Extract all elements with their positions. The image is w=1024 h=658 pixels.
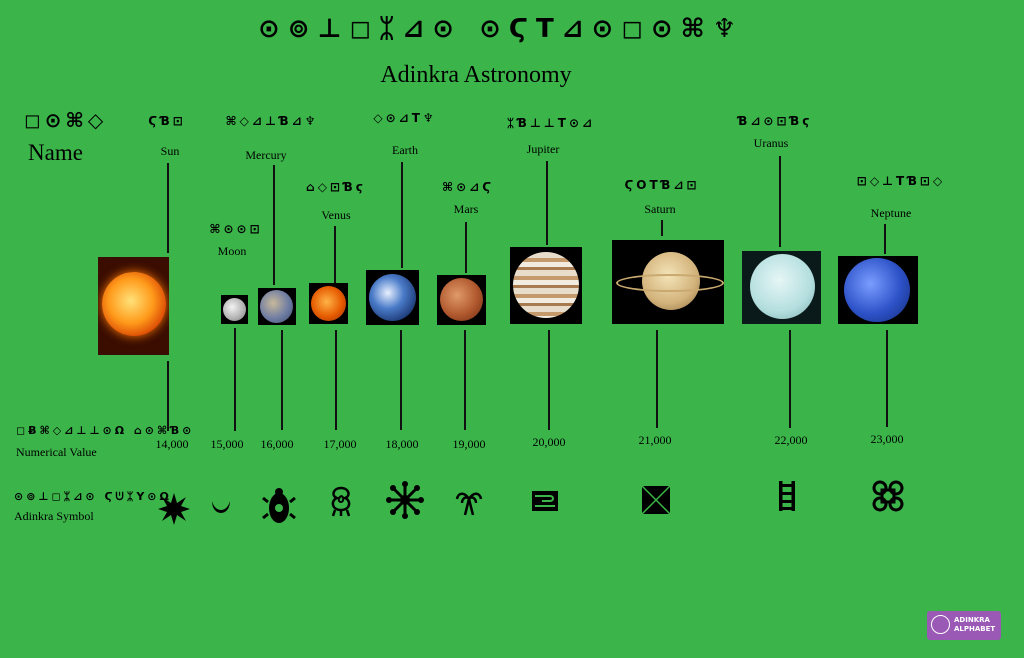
sun-bottom-line (167, 361, 169, 431)
mars-image (437, 275, 486, 325)
uranus-image (742, 251, 821, 324)
sun-glyphs: ϚƁ⊡ (148, 114, 186, 128)
numerical-label: Numerical Value (16, 445, 97, 459)
uranus-top-line (779, 156, 781, 247)
name-glyph-label: ◻⊙⌘◇ (24, 108, 108, 132)
earth-top-line (401, 162, 403, 268)
jupiter-bottom-line (548, 330, 550, 430)
neptune-bottom-line (886, 330, 888, 427)
earth-glyphs: ◇⊙⊿Τ♆ (373, 111, 437, 125)
gye-nyame-icon (262, 488, 296, 523)
symbol-label: Adinkra Symbol (14, 509, 94, 523)
moon-glyphs: ⌘⊙⊙⊡ (209, 222, 263, 236)
jupiter-name: Jupiter (526, 142, 560, 156)
uranus-value: 22,000 (774, 433, 808, 447)
saturn-value: 21,000 (638, 433, 672, 447)
mars-top-line (465, 222, 467, 273)
logo-line2: ALPHABET (954, 625, 996, 633)
sun-name: Sun (160, 144, 180, 158)
numerical-glyph-label: ◻Ƀ⌘◇⊿⊥⊥⊙Ω ⌂⊙⌘Ɓ⊙ (16, 424, 195, 437)
earth-bottom-line (400, 330, 402, 430)
mercury-name: Mercury (245, 148, 287, 162)
moon-bottom-line (234, 328, 236, 431)
name-label: Name (28, 140, 83, 165)
mercury-bottom-line (281, 330, 283, 430)
venus-name: Venus (321, 208, 351, 222)
neptune-glyphs: ⊡◇⊥ΤƁ⊡◇ (856, 174, 946, 188)
neptune-image (838, 256, 918, 324)
moon-name: Moon (217, 244, 247, 258)
page-title: Adinkra Astronomy (380, 62, 572, 88)
four-circles-icon (872, 480, 904, 512)
adinkra-alphabet-logo: ADINKRA ALPHABET (927, 611, 1001, 640)
sun-top-line (167, 163, 169, 253)
moon-image (221, 295, 248, 324)
saturn-glyphs: ϚΟΤƁ⊿⊡ (624, 178, 700, 192)
saturn-bottom-line (656, 330, 658, 428)
uranus-bottom-line (789, 330, 791, 428)
jupiter-value: 20,000 (532, 435, 566, 449)
neptune-value: 23,000 (870, 432, 904, 446)
venus-bottom-line (335, 330, 337, 430)
venus-glyphs: ⌂◇⊡Ɓϛ (306, 180, 366, 194)
mercury-glyphs: ⌘◇⊿⊥Ɓ⊿♆ (225, 114, 319, 128)
eight-point-star-icon (158, 493, 190, 525)
earth-image (366, 270, 419, 325)
sun-value: 14,000 (155, 437, 189, 451)
sankofa-icon (331, 486, 351, 517)
neptune-name: Neptune (870, 206, 912, 220)
wave-icon (532, 491, 558, 511)
mars-value: 19,000 (452, 437, 486, 451)
venus-top-line (334, 226, 336, 283)
maltese-cross-icon (641, 485, 671, 515)
jupiter-glyphs: ᛯƁ⊥⊥Τ⊙⊿ (506, 116, 596, 130)
sun-image (98, 257, 169, 355)
earth-name: Earth (392, 143, 418, 157)
moon-value: 15,000 (210, 437, 244, 451)
uranus-glyphs: Ɓ⊿⊙⊡Ɓϛ (737, 114, 813, 128)
uranus-name: Uranus (753, 136, 789, 150)
crescent-icon (212, 501, 230, 513)
logo-mark-icon (931, 615, 950, 634)
saturn-top-line (661, 220, 663, 236)
mars-glyphs: ⌘⊙⊿Ϛ (441, 180, 495, 194)
ladder-icon (779, 481, 795, 511)
glyph-title: ⊙⊚⊥◻ᛯ⊿⊙ ⊙ϚΤ⊿⊙◻⊙⌘♆ (258, 14, 745, 44)
palm-tree-icon (455, 492, 483, 516)
neptune-top-line (884, 224, 886, 254)
jupiter-image (510, 247, 582, 324)
saturn-image (612, 240, 724, 324)
venus-image (309, 283, 348, 324)
saturn-name: Saturn (644, 202, 676, 216)
symbol-glyph-label: ⊙⊚⊥◻ᛯ⊿⊙ ϚᕫᛯΥ⊙Ω (14, 490, 172, 503)
mercury-image (258, 288, 296, 325)
mars-name: Mars (453, 202, 479, 216)
mars-bottom-line (464, 330, 466, 430)
earth-value: 18,000 (385, 437, 419, 451)
jupiter-top-line (546, 161, 548, 245)
sunburst-icon (386, 481, 424, 519)
mercury-top-line (273, 165, 275, 285)
logo-line1: ADINKRA (954, 616, 990, 624)
mercury-value: 16,000 (260, 437, 294, 451)
venus-value: 17,000 (323, 437, 357, 451)
